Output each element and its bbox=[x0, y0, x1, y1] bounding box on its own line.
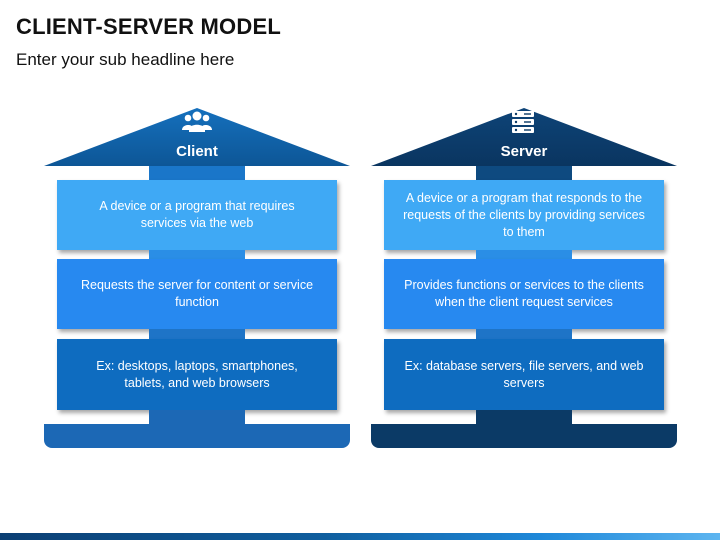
page-subtitle: Enter your sub headline here bbox=[16, 50, 235, 69]
server-connector bbox=[476, 166, 572, 180]
server-label: Server bbox=[500, 143, 548, 160]
page-title: CLIENT-SERVER MODEL bbox=[16, 14, 281, 39]
client-box-role: Requests the server for content or servi… bbox=[57, 259, 337, 329]
client-connector bbox=[149, 329, 245, 339]
bottom-accent-bar bbox=[0, 533, 720, 540]
client-base bbox=[44, 424, 350, 448]
client-connector bbox=[149, 166, 245, 180]
client-roof bbox=[44, 108, 350, 166]
server-base-neck bbox=[476, 410, 572, 424]
server-connector bbox=[476, 250, 572, 259]
server-roof bbox=[371, 108, 677, 166]
users-icon bbox=[182, 110, 212, 136]
server-box-role: Provides functions or services to the cl… bbox=[384, 259, 664, 329]
server-box-definition: A device or a program that responds to t… bbox=[384, 180, 664, 250]
client-base-neck bbox=[149, 410, 245, 424]
server-base bbox=[371, 424, 677, 448]
client-label: Client bbox=[176, 143, 218, 160]
server-icon bbox=[511, 110, 541, 136]
server-box-examples: Ex: database servers, file servers, and … bbox=[384, 339, 664, 410]
server-connector bbox=[476, 329, 572, 339]
client-connector bbox=[149, 250, 245, 259]
client-box-definition: A device or a program that requires serv… bbox=[57, 180, 337, 250]
client-box-examples: Ex: desktops, laptops, smartphones, tabl… bbox=[57, 339, 337, 410]
